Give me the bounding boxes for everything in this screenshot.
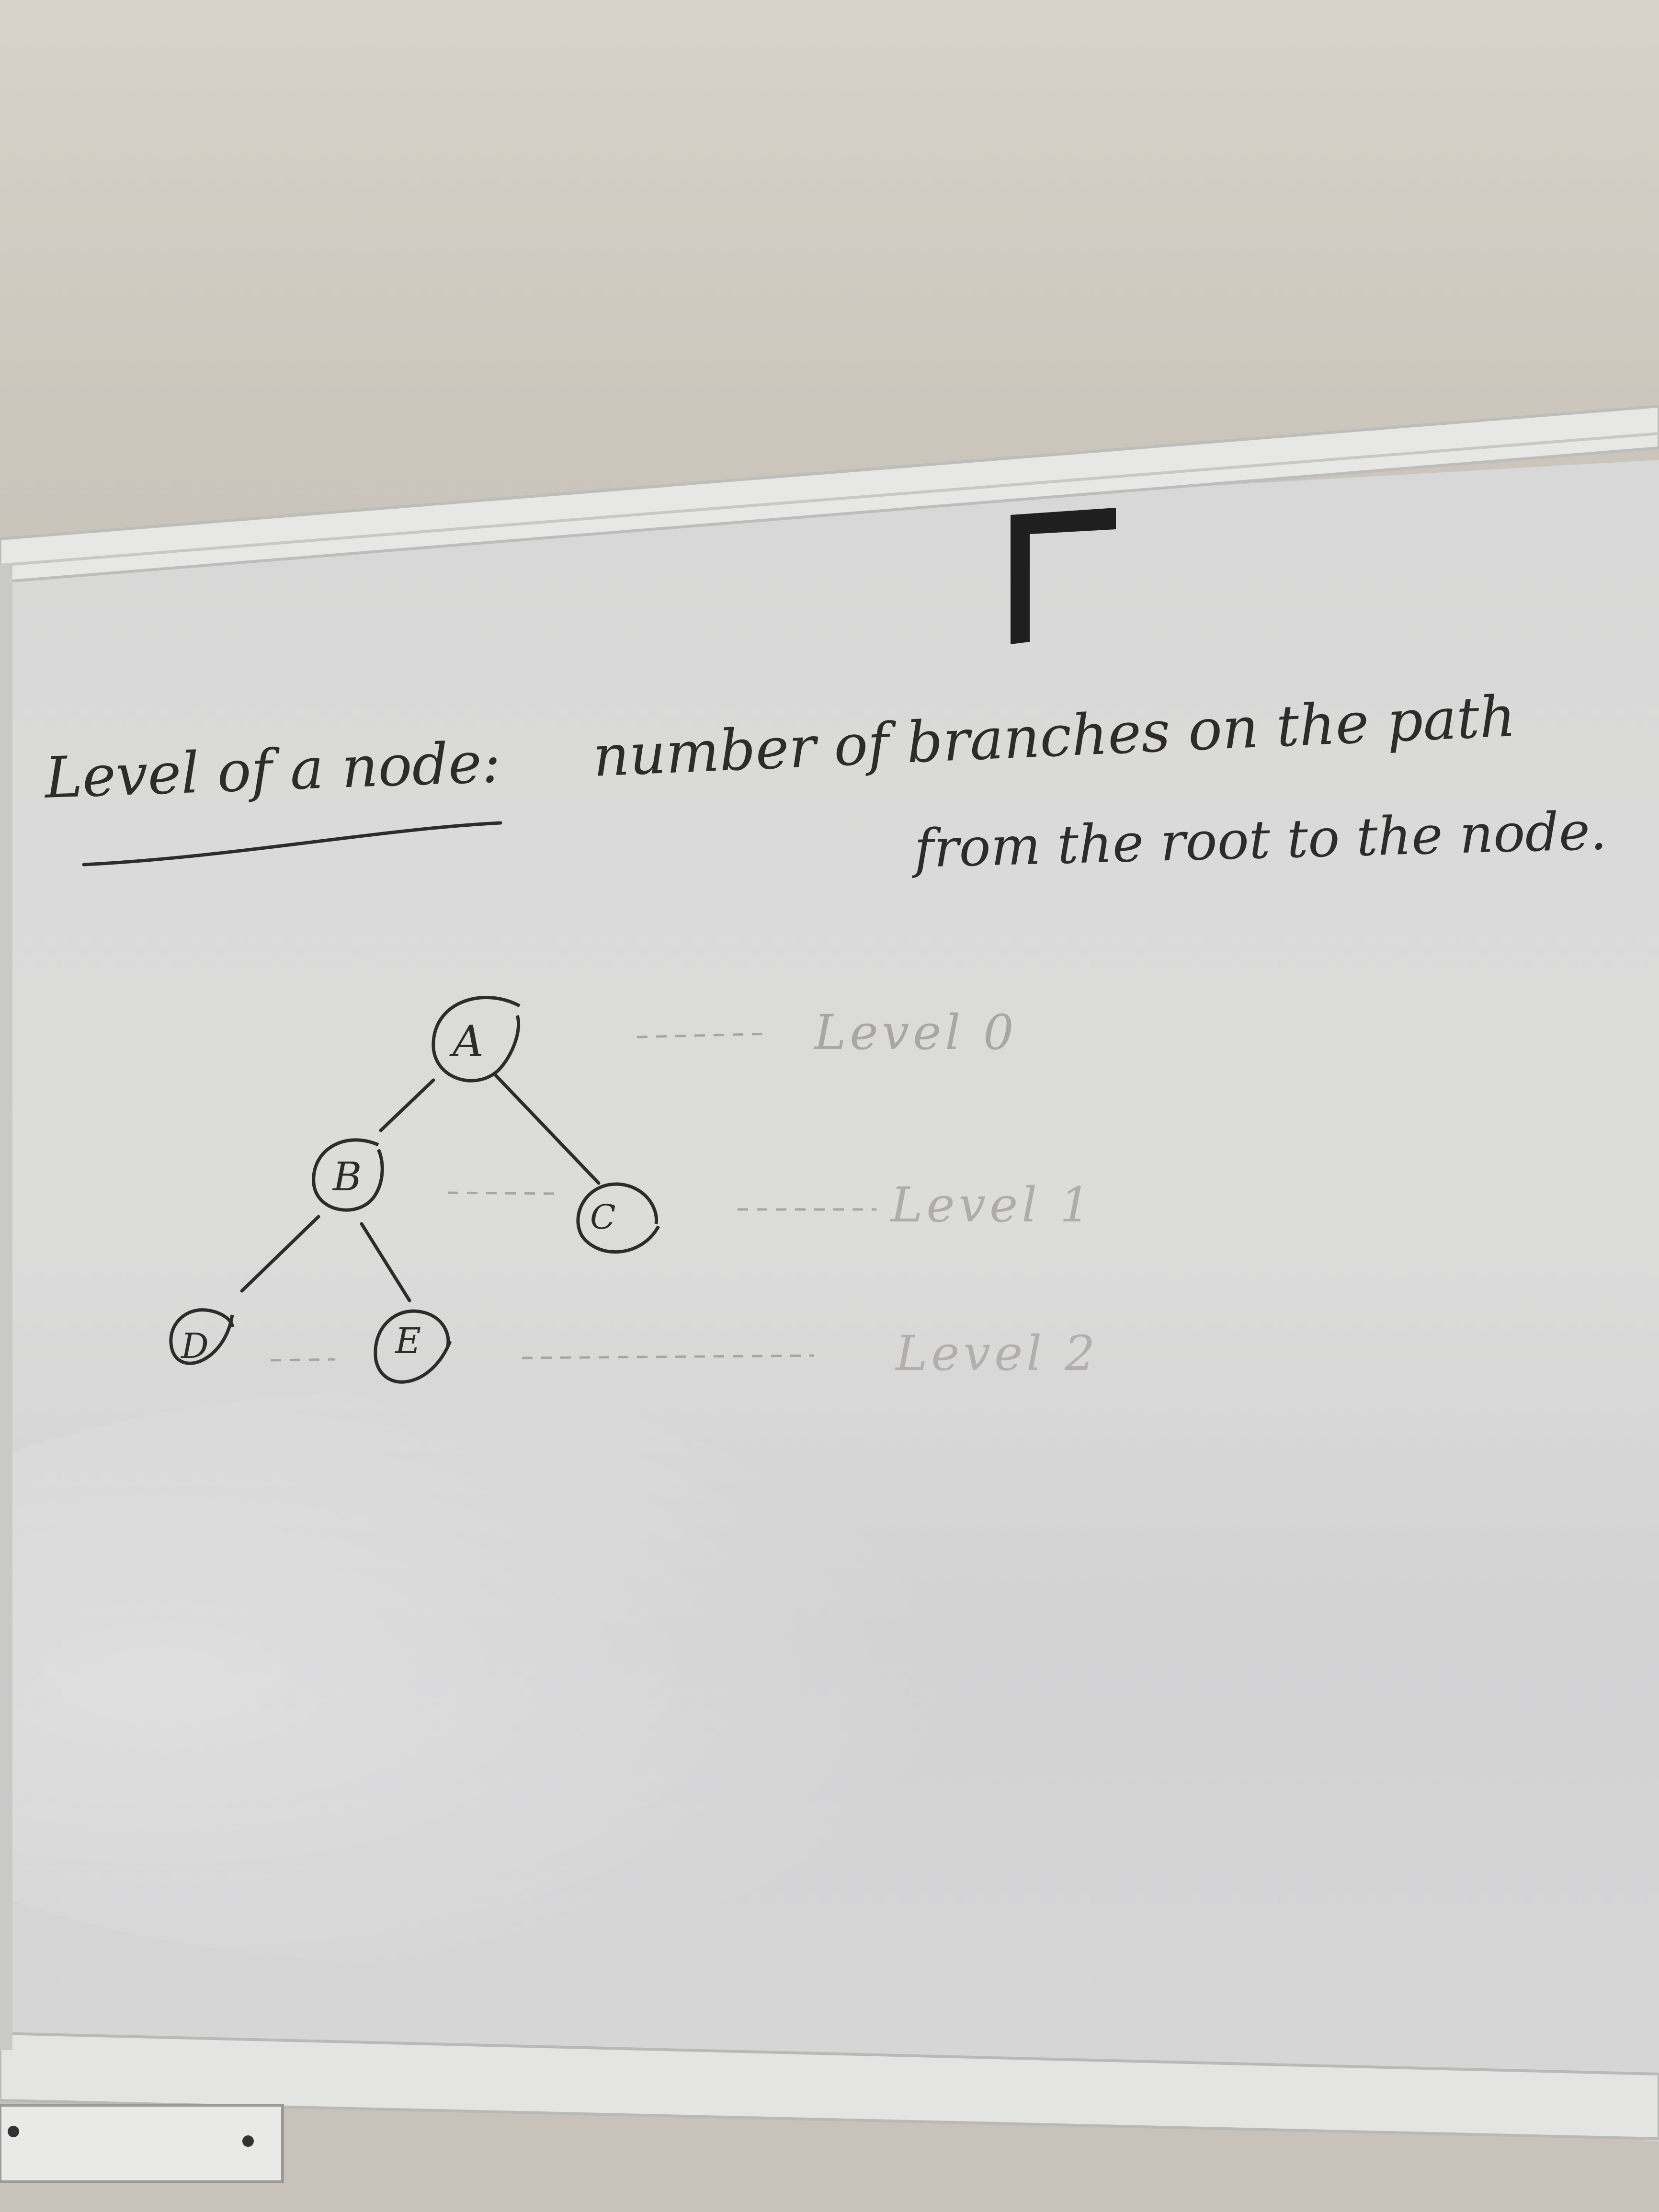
marker-holder <box>0 2104 284 2183</box>
node-d-label: D <box>180 1326 209 1366</box>
level-guides <box>270 1032 876 1362</box>
level-2-label: Level 2 <box>895 1325 1099 1381</box>
node-e: E <box>374 1309 452 1384</box>
edge-b-e <box>360 1222 411 1302</box>
node-e-label: E <box>394 1321 421 1362</box>
edge-b-d <box>240 1215 320 1293</box>
board-frame-bottom <box>0 2031 1659 2141</box>
level-1-label: Level 1 <box>890 1177 1094 1233</box>
node-a-label: A <box>449 1016 484 1067</box>
board-clip <box>1011 508 1116 644</box>
level-2-guide-b <box>522 1354 815 1359</box>
node-d: D <box>169 1308 234 1366</box>
node-b: B <box>312 1138 384 1212</box>
heading-text: Level of a node: <box>43 729 501 811</box>
edge-a-c <box>494 1073 601 1185</box>
level-0-guide <box>636 1032 772 1038</box>
node-a: A <box>432 995 521 1083</box>
board-frame-top <box>0 404 1659 584</box>
node-b-label: B <box>332 1154 362 1200</box>
heading-underline <box>82 821 502 867</box>
node-c-label: C <box>590 1197 616 1237</box>
node-c: C <box>576 1182 660 1254</box>
tree-edges <box>240 1073 601 1302</box>
board-frame-left <box>0 565 12 2050</box>
level-0-label: Level 0 <box>813 1004 1018 1060</box>
edge-a-b <box>379 1078 435 1132</box>
light-reflection <box>0 1389 1102 1964</box>
